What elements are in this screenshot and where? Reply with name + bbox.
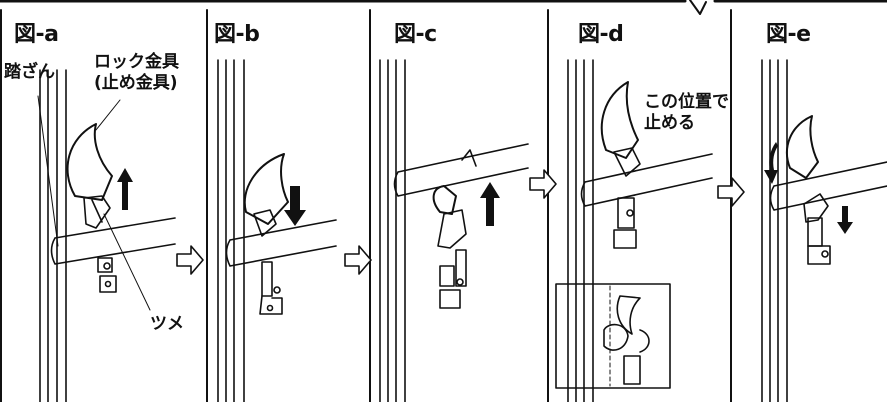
panel-d-drawing <box>555 59 713 402</box>
stop-position-label: この位置で 止める <box>644 92 729 134</box>
down-arrow-icon <box>284 186 306 226</box>
down-arrow-icon <box>764 142 778 184</box>
step-label: 踏ざん <box>4 62 55 82</box>
stop-position-label-line2: 止める <box>644 113 695 133</box>
lock-fitting-label-line1: ロック金具 <box>94 52 179 72</box>
right-arrow-icon <box>344 245 372 275</box>
panel-b-drawing <box>217 59 337 402</box>
lock-fitting-label: ロック金具 (止め金具) <box>94 52 179 94</box>
panel-b-title: 図-b <box>214 22 260 47</box>
claw-label: ツメ <box>150 314 184 334</box>
panel-d-title: 図-d <box>578 22 624 47</box>
down-arrow-icon <box>837 206 853 234</box>
panel-c-drawing <box>379 59 529 402</box>
right-arrow-icon <box>529 169 557 199</box>
right-arrow-icon <box>717 177 745 207</box>
panel-a-title: 図-a <box>14 22 59 47</box>
up-arrow-icon <box>117 168 133 210</box>
panel-a-drawing <box>37 69 176 402</box>
stop-position-label-line1: この位置で <box>644 92 729 112</box>
lock-fitting-label-line2: (止め金具) <box>94 73 178 93</box>
up-arrow-icon <box>480 182 500 226</box>
panel-c-title: 図-c <box>394 22 437 47</box>
right-arrow-icon <box>176 245 204 275</box>
panel-e-drawing <box>761 59 887 402</box>
panel-e-title: 図-e <box>766 22 811 47</box>
top-border-notch <box>689 0 707 15</box>
